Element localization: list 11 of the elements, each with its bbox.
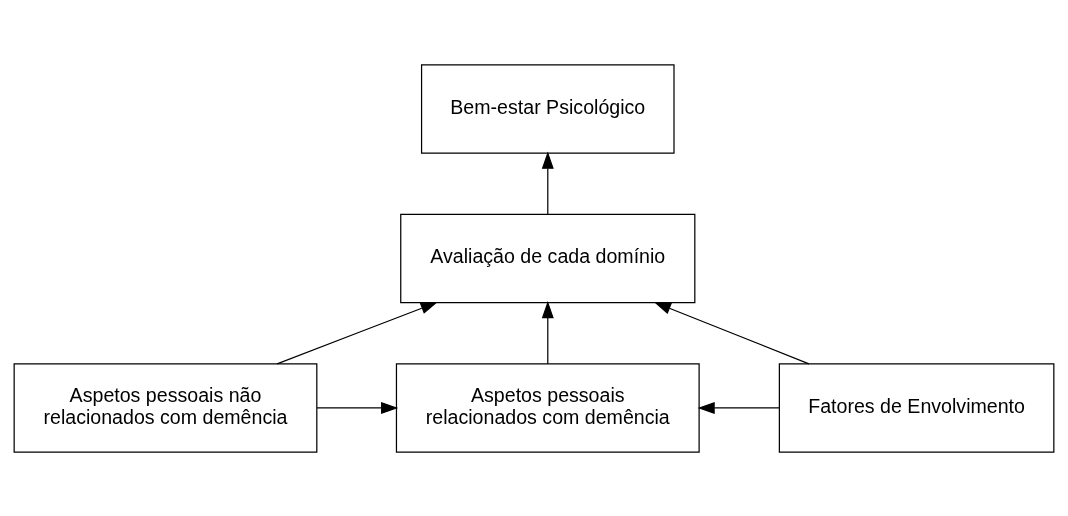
arrow xyxy=(316,401,399,414)
arrow xyxy=(653,301,810,364)
node-box: Fatores de Envolvimento xyxy=(778,362,1055,453)
node-box: Aspetos pessoais não relacionados com demência xyxy=(13,362,318,453)
node-box: Avaliação de cada domínio xyxy=(400,213,696,303)
arrow xyxy=(541,151,554,215)
arrow xyxy=(276,301,438,364)
arrow xyxy=(697,401,780,414)
node-box: Aspetos pessoais relacionados com demência xyxy=(395,362,700,453)
node-box: Bem-estar Psicológico xyxy=(420,63,675,154)
arrow xyxy=(541,300,554,364)
